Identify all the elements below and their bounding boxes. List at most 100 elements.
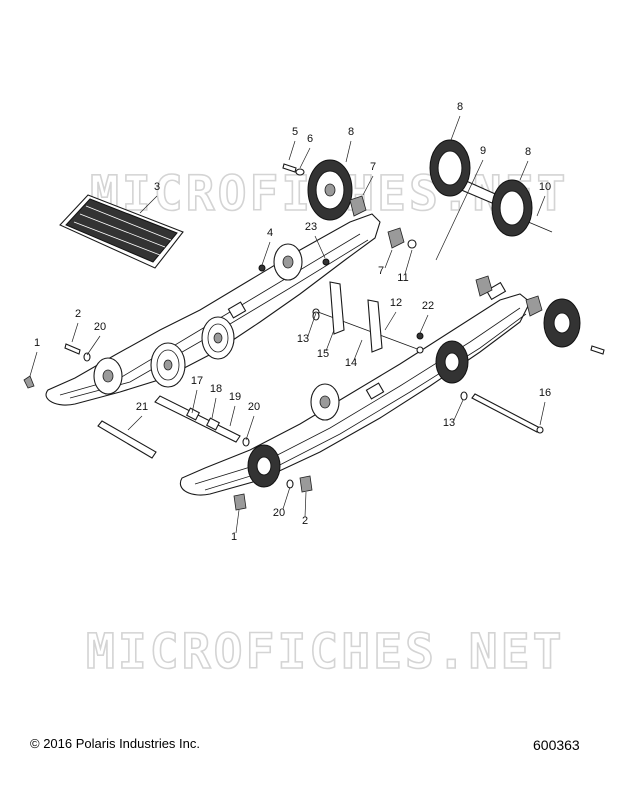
callout-18: 18 <box>210 383 222 395</box>
shaft-16 <box>471 393 544 434</box>
callout-1: 1 <box>231 531 237 543</box>
bolt-right-end <box>590 345 605 355</box>
callout-2: 2 <box>302 515 308 527</box>
wheel-right-front <box>435 340 469 384</box>
callout-leader-15 <box>325 329 335 352</box>
callout-leader-8 <box>450 115 461 141</box>
shaft-21 <box>97 420 157 459</box>
callout-10: 10 <box>539 181 551 193</box>
callout-leader-23 <box>314 235 326 259</box>
bumper-7-mid <box>387 227 417 249</box>
washer-20-upper <box>83 352 91 362</box>
shaft-17-18-19 <box>154 395 241 443</box>
bolt-5 <box>282 163 297 173</box>
callout-8: 8 <box>348 126 354 138</box>
callout-leader-18 <box>211 397 217 419</box>
nut-23 <box>322 258 330 266</box>
bolt-1-upper <box>23 375 35 389</box>
callout-1: 1 <box>34 337 40 349</box>
callout-12: 12 <box>390 297 402 309</box>
wheel-left-front <box>201 316 235 360</box>
copyright-text: © 2016 Polaris Industries Inc. <box>30 736 200 751</box>
callout-leader-8 <box>345 140 352 163</box>
callout-8: 8 <box>525 146 531 158</box>
callout-leader-20 <box>245 415 255 441</box>
callout-21: 21 <box>136 401 148 413</box>
callout-leader-2 <box>71 322 79 343</box>
callout-20: 20 <box>248 401 260 413</box>
callout-20: 20 <box>273 507 285 519</box>
callout-leader-9 <box>435 159 484 261</box>
washer-20-lower <box>242 437 250 447</box>
callout-7: 7 <box>370 161 376 173</box>
callout-leader-4 <box>261 241 271 266</box>
callout-14: 14 <box>345 357 357 369</box>
callout-leader-2 <box>304 491 307 518</box>
callout-2: 2 <box>75 308 81 320</box>
callout-20: 20 <box>94 321 106 333</box>
callout-3: 3 <box>154 181 160 193</box>
wear-plate-part <box>59 194 184 269</box>
callout-5: 5 <box>292 126 298 138</box>
callout-17: 17 <box>191 375 203 387</box>
callout-leader-11 <box>404 249 413 275</box>
callout-15: 15 <box>317 348 329 360</box>
callout-leader-6 <box>299 147 311 169</box>
callout-8: 8 <box>457 101 463 113</box>
callout-leader-1 <box>235 509 240 534</box>
right-rail-part <box>179 281 531 496</box>
callout-leader-8 <box>519 160 529 181</box>
wheel-right-upper <box>543 298 581 348</box>
callout-13: 13 <box>443 417 455 429</box>
wheel-left-mid <box>150 342 186 388</box>
cross-shaft-assembly <box>312 281 424 354</box>
washer-6 <box>295 168 305 176</box>
callout-13: 13 <box>297 333 309 345</box>
callout-7: 7 <box>378 265 384 277</box>
bolt-1-lower <box>233 493 247 511</box>
callout-11: 11 <box>397 272 408 284</box>
figure-number: 600363 <box>533 737 580 753</box>
callout-leader-10 <box>536 195 546 217</box>
callout-9: 9 <box>480 145 486 157</box>
callout-leader-13 <box>307 312 317 337</box>
callout-leader-20 <box>282 486 291 510</box>
callout-leader-22 <box>419 314 429 334</box>
callout-leader-14 <box>353 339 363 361</box>
bolt-2-lower <box>299 475 313 493</box>
callout-leader-20 <box>86 335 101 356</box>
nut-4 <box>258 264 266 272</box>
callout-leader-5 <box>288 140 296 161</box>
callout-16: 16 <box>539 387 551 399</box>
washer-13-right <box>460 391 468 401</box>
callout-leader-13 <box>453 399 464 421</box>
bolt-2-upper <box>64 343 81 355</box>
callout-leader-16 <box>539 401 546 426</box>
wheel-right-rear <box>247 444 281 488</box>
callout-leader-7 <box>362 175 374 196</box>
callout-leader-17 <box>191 389 198 414</box>
nut-22 <box>416 332 424 340</box>
callout-6: 6 <box>307 133 313 145</box>
wheel-left-rear <box>93 357 123 395</box>
callout-leader-12 <box>384 311 397 331</box>
large-idler-wheel-8 <box>307 159 353 221</box>
callout-leader-3 <box>139 195 158 214</box>
callout-22: 22 <box>422 300 434 312</box>
callout-leader-21 <box>127 415 143 431</box>
callout-leader-19 <box>229 405 236 427</box>
bumper-right <box>475 275 543 317</box>
wheel-left-upper <box>273 243 303 281</box>
callout-19: 19 <box>229 391 241 403</box>
callout-leader-1 <box>29 351 38 377</box>
callout-4: 4 <box>267 227 273 239</box>
bumper-7-top <box>349 195 367 217</box>
callout-23: 23 <box>305 221 317 233</box>
rear-axle-assembly <box>429 139 553 237</box>
washer-20-bottom <box>286 479 294 489</box>
callout-leader-7 <box>384 249 393 269</box>
wheel-right-mid <box>310 383 340 421</box>
watermark-bottom: MICROFICHES.NET <box>86 624 564 680</box>
